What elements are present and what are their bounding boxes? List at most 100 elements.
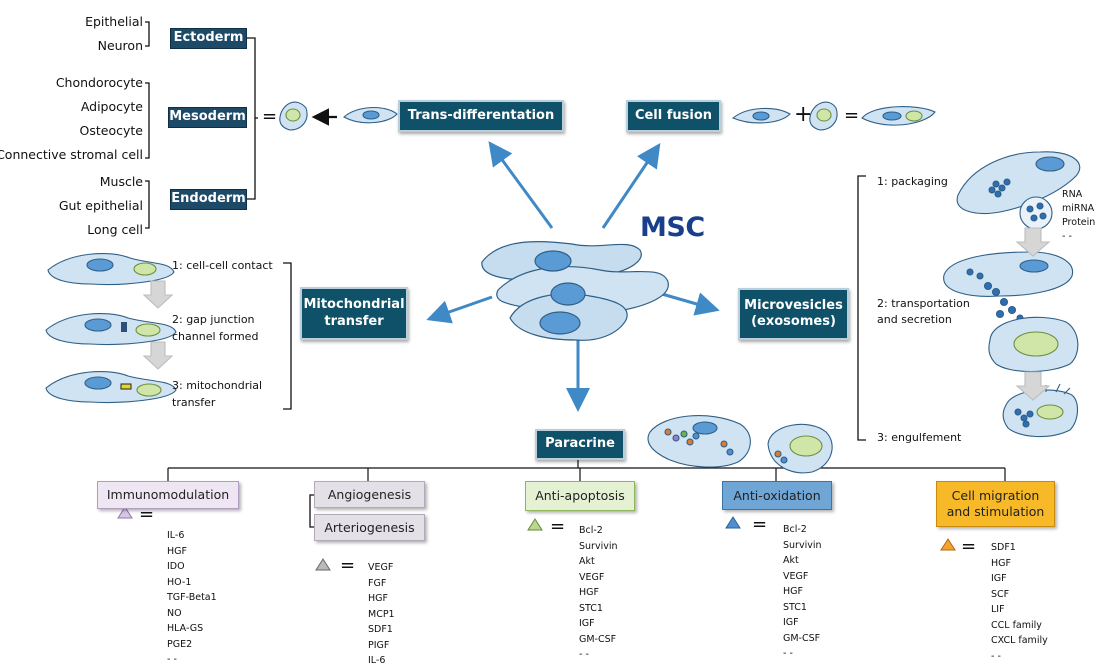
factor-item: TGF-Beta1 bbox=[167, 592, 217, 603]
factor-item: IGF bbox=[579, 618, 595, 629]
vesicle-cells bbox=[943, 151, 1081, 438]
mitochondrial-transfer-box: Mitochondrial transfer bbox=[300, 287, 408, 340]
paracrine-markers bbox=[117, 506, 956, 571]
category-arteriogenesis: Arteriogenesis bbox=[314, 514, 425, 541]
msc-nucleus bbox=[534, 250, 572, 272]
factor-list-anti-oxidation: Bcl-2 Survivin Akt VEGF HGF STC1 IGF GM-… bbox=[783, 522, 822, 662]
germ-layer-endoderm: Endoderm bbox=[170, 189, 247, 210]
arrow-to-mitochondrial-transfer bbox=[426, 295, 493, 324]
factor-item: SDF1 bbox=[368, 624, 393, 635]
germ-layer-brackets bbox=[145, 21, 258, 229]
immunomodulation-marker-icon bbox=[117, 506, 133, 519]
factor-item: Survivin bbox=[579, 540, 618, 552]
factor-item: HGF bbox=[991, 557, 1011, 569]
anti-apoptosis-marker-icon bbox=[527, 518, 543, 531]
paracrine-equals: = bbox=[961, 536, 977, 557]
factor-item: PIGF bbox=[368, 639, 390, 651]
factor-item: Survivin bbox=[783, 539, 822, 551]
cargo-item: - - bbox=[1062, 231, 1072, 242]
mito-pair-2 bbox=[45, 313, 177, 346]
factor-item: STC1 bbox=[579, 602, 603, 614]
trans-diff-cells bbox=[279, 101, 398, 131]
cell-fusion-plus: + bbox=[794, 102, 813, 127]
arrow-to-cell-fusion bbox=[601, 143, 661, 229]
factor-item: GM-CSF bbox=[783, 632, 821, 644]
category-cell-migration: Cell migration and stimulation bbox=[936, 481, 1055, 527]
cargo-item: RNA bbox=[1062, 189, 1083, 200]
paracrine-equals: = bbox=[139, 504, 155, 525]
factor-list-immunomodulation: IL-6 HGF IDO HO-1 TGF-Beta1 NO HLA-GS PG… bbox=[167, 528, 217, 668]
factor-item: HLA-GS bbox=[167, 623, 204, 634]
cargo-item: Protein bbox=[1062, 217, 1096, 228]
category-anti-oxidation: Anti-oxidation bbox=[722, 481, 832, 510]
factor-item: VEGF bbox=[368, 562, 394, 573]
factor-item: - - bbox=[991, 650, 1001, 662]
mito-cells bbox=[45, 253, 177, 404]
factor-item: SDF1 bbox=[991, 542, 1016, 553]
mito-step-1: 1: cell-cell contact bbox=[172, 259, 273, 272]
category-angiogenesis: Angiogenesis bbox=[314, 481, 425, 508]
factor-item: IL-6 bbox=[167, 530, 185, 541]
paracrine-equals: = bbox=[550, 516, 566, 537]
paracrine-cells bbox=[647, 415, 833, 474]
factor-item: PGE2 bbox=[167, 638, 193, 650]
factor-list-anti-apoptosis: Bcl-2 Survivin Akt VEGF HGF STC1 IGF GM-… bbox=[579, 523, 618, 663]
factor-item: - - bbox=[579, 649, 589, 660]
angiogenesis-marker-icon bbox=[315, 558, 331, 571]
paracrine-tree bbox=[167, 460, 1006, 481]
msc-cell-cluster bbox=[481, 240, 669, 341]
factor-item: MCP1 bbox=[368, 608, 395, 620]
paracrine-equals: = bbox=[752, 514, 768, 535]
vesicle-step-arrow bbox=[1015, 227, 1051, 257]
vesicle-step-arrow bbox=[1015, 371, 1051, 401]
factor-item: VEGF bbox=[783, 570, 809, 582]
factor-item: FGF bbox=[368, 577, 387, 589]
cell-type-label: Adipocyte bbox=[80, 99, 143, 114]
cell-type-label: Epithelial bbox=[85, 14, 143, 29]
cell-type-label: Muscle bbox=[99, 174, 143, 189]
paracrine-box: Paracrine bbox=[535, 429, 625, 460]
trans-differentiation-box: Trans-differentation bbox=[398, 100, 564, 132]
microvesicles-box: Microvesicles (exosomes) bbox=[738, 288, 849, 340]
factor-item: HGF bbox=[579, 587, 599, 598]
cell-type-label: Chondorocyte bbox=[55, 75, 143, 90]
factor-list-cell-migration: SDF1 HGF IGF SCF LIF CCL family CXCL fam… bbox=[991, 540, 1048, 664]
factor-item: Bcl-2 bbox=[783, 524, 807, 535]
factor-item: CCL family bbox=[991, 619, 1042, 631]
factor-item: - - bbox=[783, 648, 793, 659]
factor-item: CXCL family bbox=[991, 635, 1048, 646]
factor-item: IGF bbox=[783, 617, 799, 628]
cell-fusion-cells bbox=[731, 101, 936, 131]
cell-type-label: Gut epithelial bbox=[58, 198, 143, 213]
vesicle-step-1: 1: packaging bbox=[877, 175, 948, 188]
factor-item: LIF bbox=[991, 604, 1005, 615]
arrow-to-trans-differentiation bbox=[488, 141, 554, 229]
cell-type-label: Osteocyte bbox=[79, 123, 143, 138]
factor-item: Bcl-2 bbox=[579, 525, 603, 536]
cell-fusion-box: Cell fusion bbox=[626, 100, 721, 132]
factor-item: HO-1 bbox=[167, 576, 192, 588]
cargo-item: miRNA bbox=[1062, 203, 1095, 214]
cell-type-label: Neuron bbox=[97, 38, 143, 53]
germ-layer-mesoderm: Mesoderm bbox=[168, 107, 247, 128]
factor-item: Akt bbox=[579, 556, 595, 567]
factor-item: IDO bbox=[167, 561, 185, 572]
factor-item: - - bbox=[167, 654, 177, 665]
msc-nucleus bbox=[539, 311, 581, 335]
paracrine-equals: = bbox=[340, 555, 356, 576]
mito-pair-3 bbox=[45, 371, 177, 404]
factor-item: NO bbox=[167, 607, 182, 619]
cell-type-label: Long cell bbox=[87, 222, 143, 237]
mito-step-3: 3: mitochondrial transfer bbox=[172, 379, 263, 409]
msc-nucleus bbox=[550, 282, 586, 306]
msc-title: MSC bbox=[640, 212, 705, 243]
mito-bracket bbox=[283, 262, 292, 410]
anti-oxidation-marker-icon bbox=[725, 516, 741, 529]
factor-item: Akt bbox=[783, 555, 799, 566]
cell-fusion-equals: = bbox=[844, 105, 860, 126]
mito-step-2: 2: gap junction channel formed bbox=[172, 313, 259, 343]
differentiation-equals: = bbox=[262, 106, 278, 127]
factor-item: VEGF bbox=[579, 571, 605, 583]
category-immunomodulation: Immunomodulation bbox=[97, 481, 239, 509]
mito-pair-1 bbox=[47, 253, 175, 286]
